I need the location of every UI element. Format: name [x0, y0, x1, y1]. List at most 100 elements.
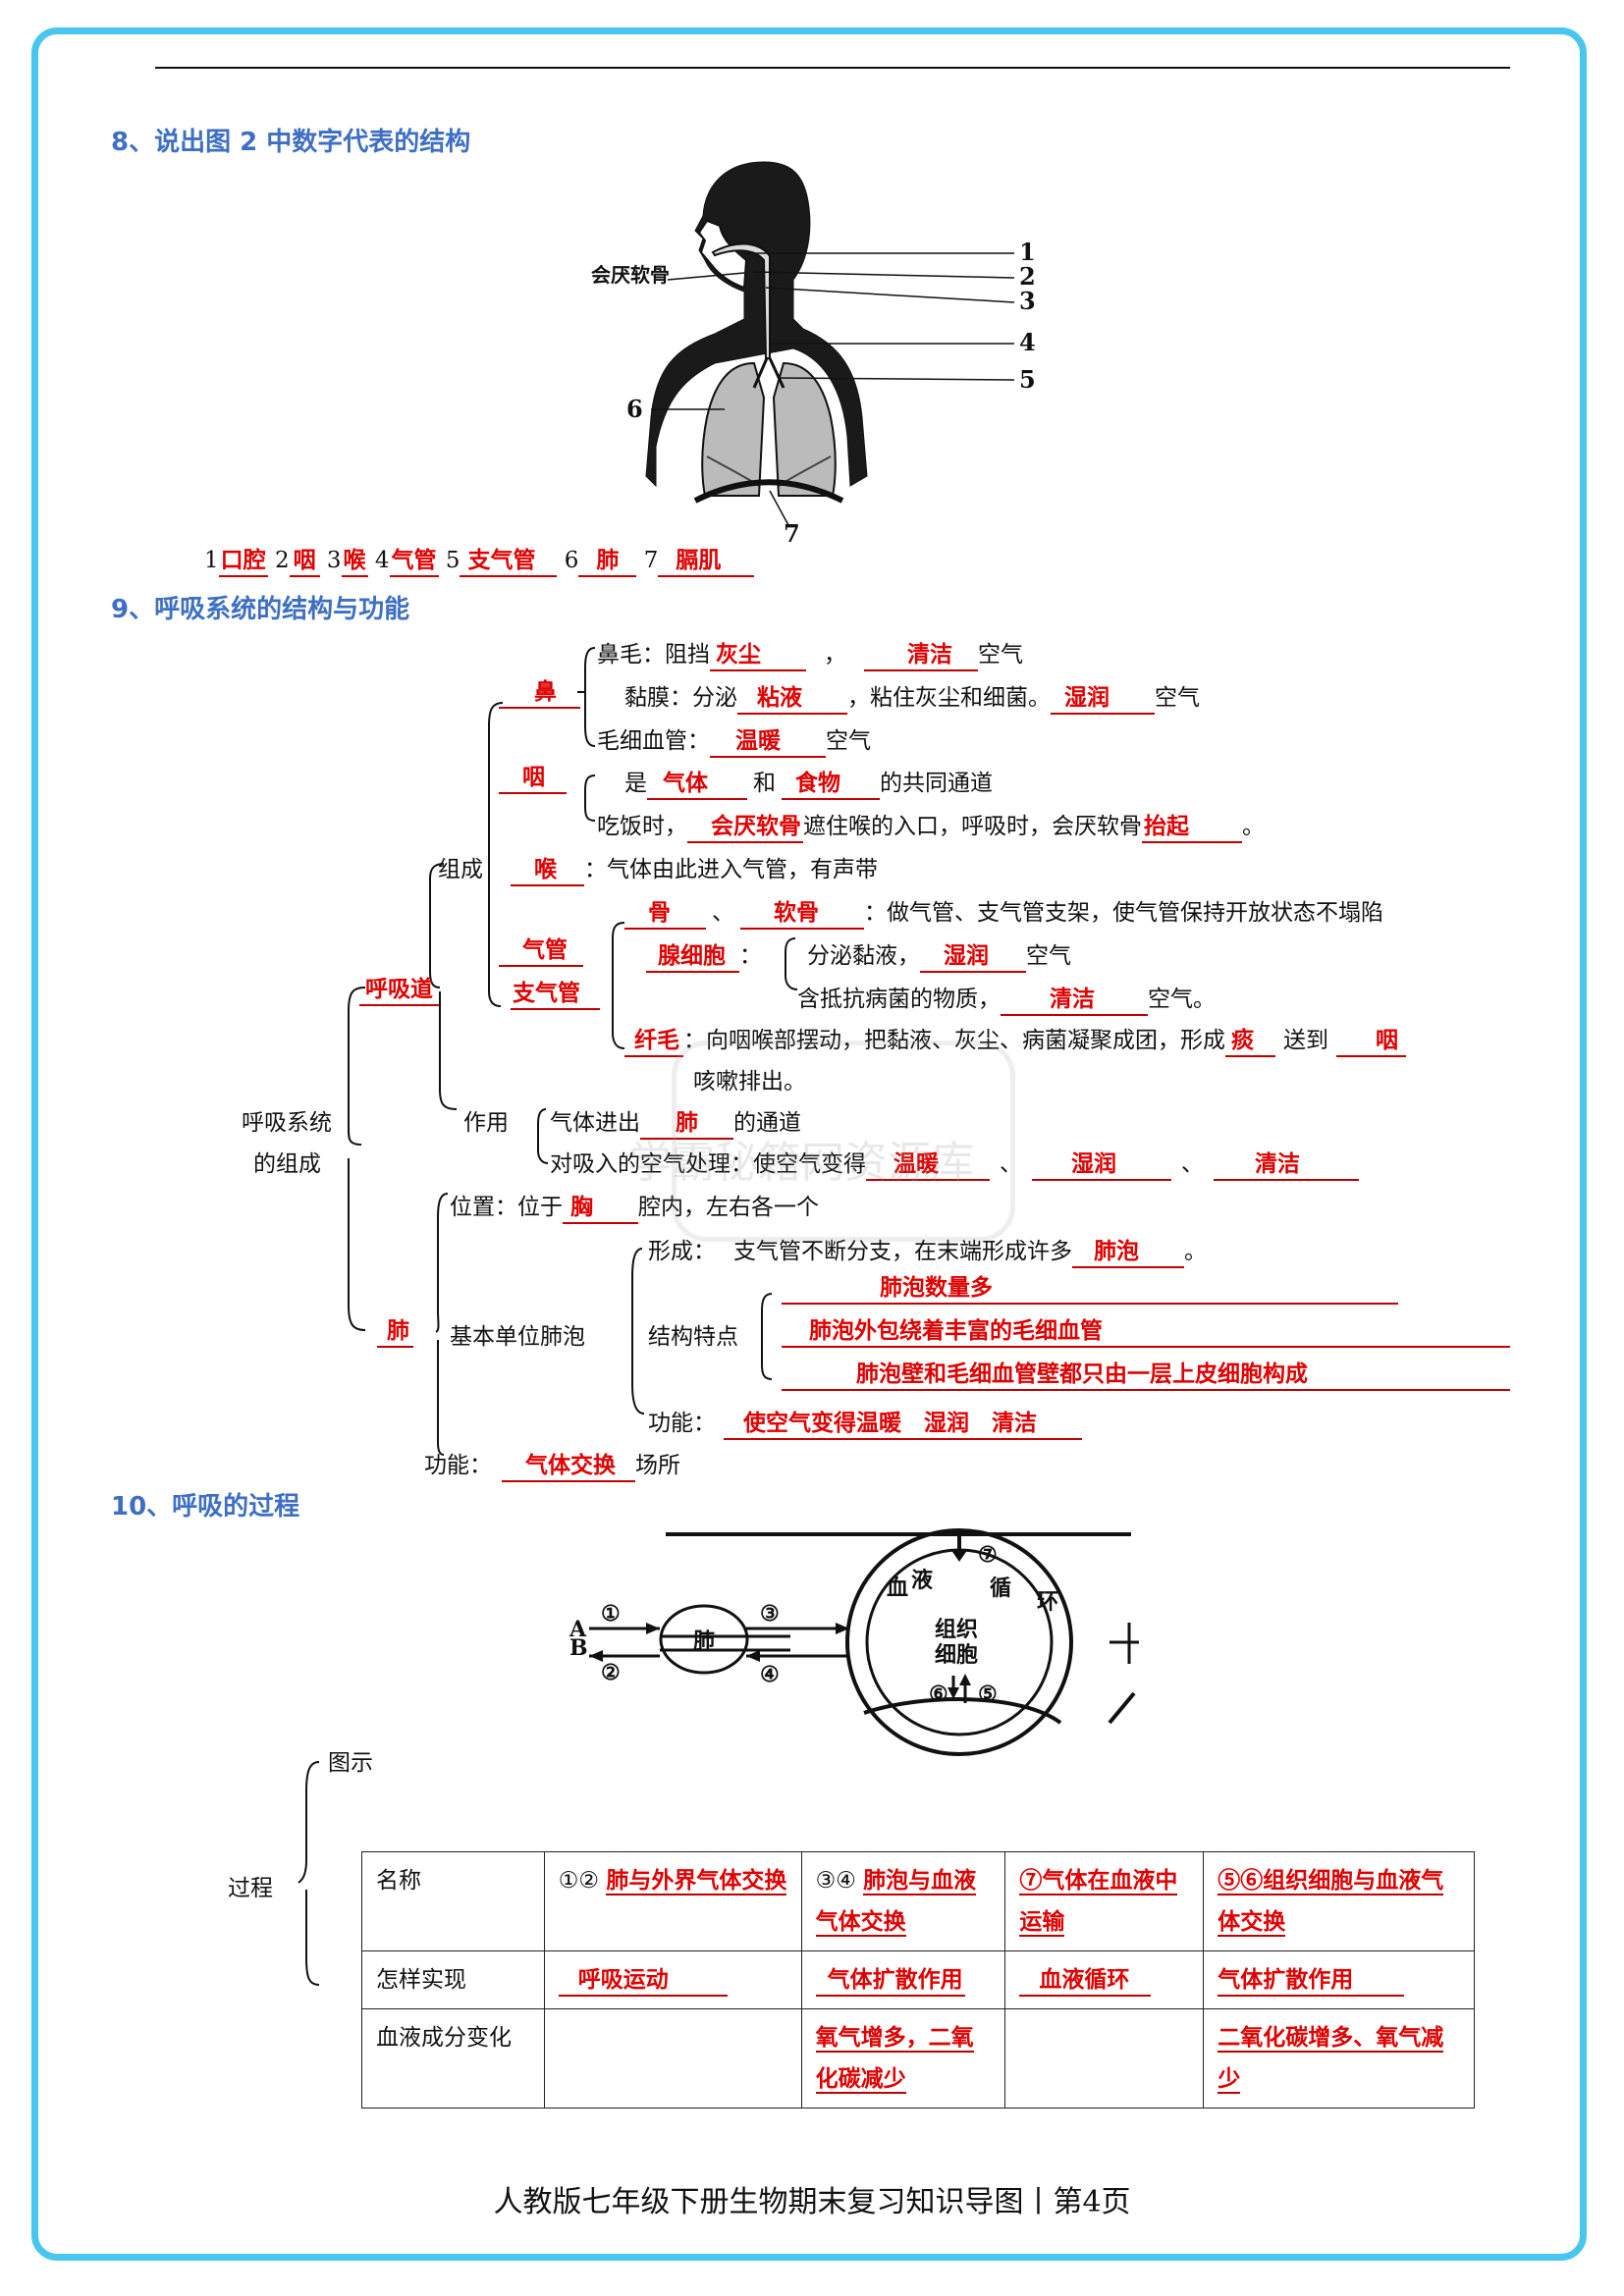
pharynx-blank: 咽: [499, 764, 567, 794]
pharynx-line2: 吃饭时，会厌软骨遮住喉的入口，呼吸时，会厌软骨抬起。: [597, 807, 1265, 843]
answer-number: 4: [374, 548, 390, 573]
answer: 肺与外界气体交换: [606, 1867, 787, 1896]
answer-number: 6: [564, 548, 579, 573]
answer-blank: 骨: [624, 899, 706, 930]
answer-blank: 咽: [289, 547, 320, 577]
alveolus-formation-line: 形成：支气管不断分支，在末端形成许多肺泡。: [648, 1232, 1207, 1268]
text: 含抵抗病菌的物质，: [797, 987, 1001, 1012]
respiration-process-table: 名称 ①② 肺与外界气体交换 ③④ 肺泡与血液气体交换 ⑦气体在血液中运输 ⑤⑥…: [361, 1851, 1475, 2109]
blood-circ-char-4: 环: [1037, 1589, 1058, 1615]
table-cell: 二氧化碳增多、氧气减少: [1203, 2008, 1475, 2109]
text: 遮住喉的入口，呼吸时，会厌软骨: [803, 814, 1142, 839]
answer-number: 3: [326, 548, 342, 573]
fig-label-5: 5: [1019, 365, 1036, 394]
blood-circ-char-2: 液: [911, 1568, 933, 1593]
pharynx-line1: 是气体和食物的共同通道: [624, 764, 993, 800]
text: 位置：位于: [450, 1195, 563, 1220]
answer-blank: 气体: [647, 770, 747, 800]
text: 功能：: [648, 1411, 716, 1436]
label-a: A: [568, 1617, 587, 1642]
tree-root-line2: 的组成: [253, 1151, 321, 1177]
text: 毛细血管：: [597, 728, 710, 754]
fig-label-2: 2: [1019, 262, 1036, 291]
tissue-label-1: 组织: [935, 1617, 978, 1642]
text: ：做气管、支气管支架，使气管保持开放状态不塌陷: [864, 900, 1383, 926]
table-row: 怎样实现 呼吸运动 气体扩散作用 血液循环 气体扩散作用: [361, 1950, 1475, 2009]
text: 的通道: [733, 1110, 801, 1136]
gland-line2: 含抵抗病菌的物质，清洁空气。: [797, 980, 1216, 1016]
text: 、: [712, 900, 734, 926]
answer: ⑦气体在血液中运输: [1019, 1867, 1178, 1937]
larynx-blank: 喉: [511, 856, 584, 886]
fig-label-1: 1: [1019, 238, 1036, 266]
table-cell: 气体扩散作用: [800, 1950, 1006, 2009]
answer-number: 2: [274, 548, 290, 573]
gland-cell-label: 腺细胞：: [646, 936, 762, 973]
zucheng-label: 组成: [438, 857, 483, 882]
structure-point-2: 肺泡外包绕着丰富的毛细血管: [782, 1317, 1510, 1348]
answer: 呼吸运动: [558, 1966, 728, 1997]
answer: 氧气增多，二氧化碳减少: [815, 2024, 974, 2094]
table-cell: 名称: [361, 1851, 545, 1951]
page-frame: [31, 27, 1587, 2261]
lung-position-line: 位置：位于胸腔内，左右各一个: [450, 1188, 819, 1224]
table-cell: 呼吸运动: [543, 1950, 802, 2009]
text: ，: [824, 642, 846, 667]
text: ①②: [558, 1868, 600, 1894]
table-cell: [543, 2008, 802, 2109]
cartilage-line: 骨、软骨：做气管、支气管支架，使气管保持开放状态不塌陷: [624, 893, 1383, 930]
table-cell: [1004, 2008, 1205, 2109]
gland-line1: 分泌黏液，湿润空气: [807, 936, 1071, 973]
table-row: 血液成分变化 氧气增多，二氧化碳减少 二氧化碳增多、氧气减少: [361, 2008, 1475, 2109]
table-cell: 气体扩散作用: [1203, 1950, 1475, 2009]
text: 空气: [1155, 685, 1200, 711]
answer-blank: 清洁: [864, 641, 978, 671]
answer-blank: 纤毛: [624, 1027, 683, 1057]
answer-blank: 喉: [341, 547, 368, 577]
answer-blank: 软骨: [740, 899, 864, 930]
nose-blank: 鼻: [499, 678, 580, 709]
table-cell: ①② 肺与外界气体交换: [543, 1851, 802, 1951]
text: 的共同通道: [880, 771, 993, 796]
text: 黏膜：分泌: [624, 685, 737, 711]
fig-label-7: 7: [784, 519, 800, 548]
answer-blank: 胸: [563, 1194, 638, 1224]
circle-4: ④: [760, 1662, 780, 1687]
answer-blank: 口腔: [218, 547, 268, 577]
bronchus-blank: 支气管: [511, 980, 600, 1010]
tushi-label: 图示: [328, 1750, 373, 1776]
text: 吃饭时，: [597, 814, 687, 839]
circle-6: ⑥: [929, 1682, 948, 1707]
text: 腔内，左右各一个: [638, 1195, 819, 1220]
nose-hair-line: 鼻毛：阻挡灰尘，清洁空气: [597, 635, 1023, 671]
text: ③④: [815, 1868, 856, 1894]
circle-3: ③: [760, 1601, 780, 1627]
nose-mucosa-line: 黏膜：分泌粘液，粘住灰尘和细菌。湿润空气: [624, 678, 1200, 715]
text: 形成：: [648, 1239, 716, 1264]
section-8-heading: 8、说出图 2 中数字代表的结构: [111, 128, 471, 157]
circle-7: ⑦: [978, 1542, 998, 1568]
answer-blank: 使空气变得温暖 湿润 清洁: [724, 1410, 1082, 1440]
answer-blank: 灰尘: [710, 641, 806, 671]
answer: ⑤⑥组织细胞与血液气体交换: [1218, 1867, 1444, 1937]
text: 、: [1181, 1151, 1204, 1177]
answer-blank: 肺: [578, 547, 637, 577]
respiratory-system-figure: 1 2 3 4 5 6 7 会厌软骨: [591, 161, 1036, 548]
answer-blank: 湿润: [920, 942, 1026, 973]
text: 场所: [635, 1453, 680, 1478]
answer-blank: 肺泡: [1072, 1238, 1184, 1268]
alveolus-function-line: 功能： 使空气变得温暖 湿润 清洁: [648, 1404, 1082, 1440]
answer-blank: 粘液: [737, 684, 847, 715]
answer-blank: 会厌软骨: [687, 813, 803, 843]
page-footer: 人教版七年级下册生物期末复习知识导图丨第4页: [493, 2185, 1131, 2219]
text: 分泌黏液，: [807, 943, 920, 969]
answer-blank: 温暖: [710, 727, 826, 758]
blood-circ-char-3: 循: [990, 1575, 1011, 1601]
answer-blank: 气管: [389, 547, 439, 577]
tree-root-line1: 呼吸系统: [242, 1110, 332, 1136]
alveolus-unit-label: 基本单位肺泡: [450, 1324, 585, 1350]
text: 空气。: [1148, 987, 1216, 1012]
circle-5: ⑤: [978, 1682, 998, 1707]
